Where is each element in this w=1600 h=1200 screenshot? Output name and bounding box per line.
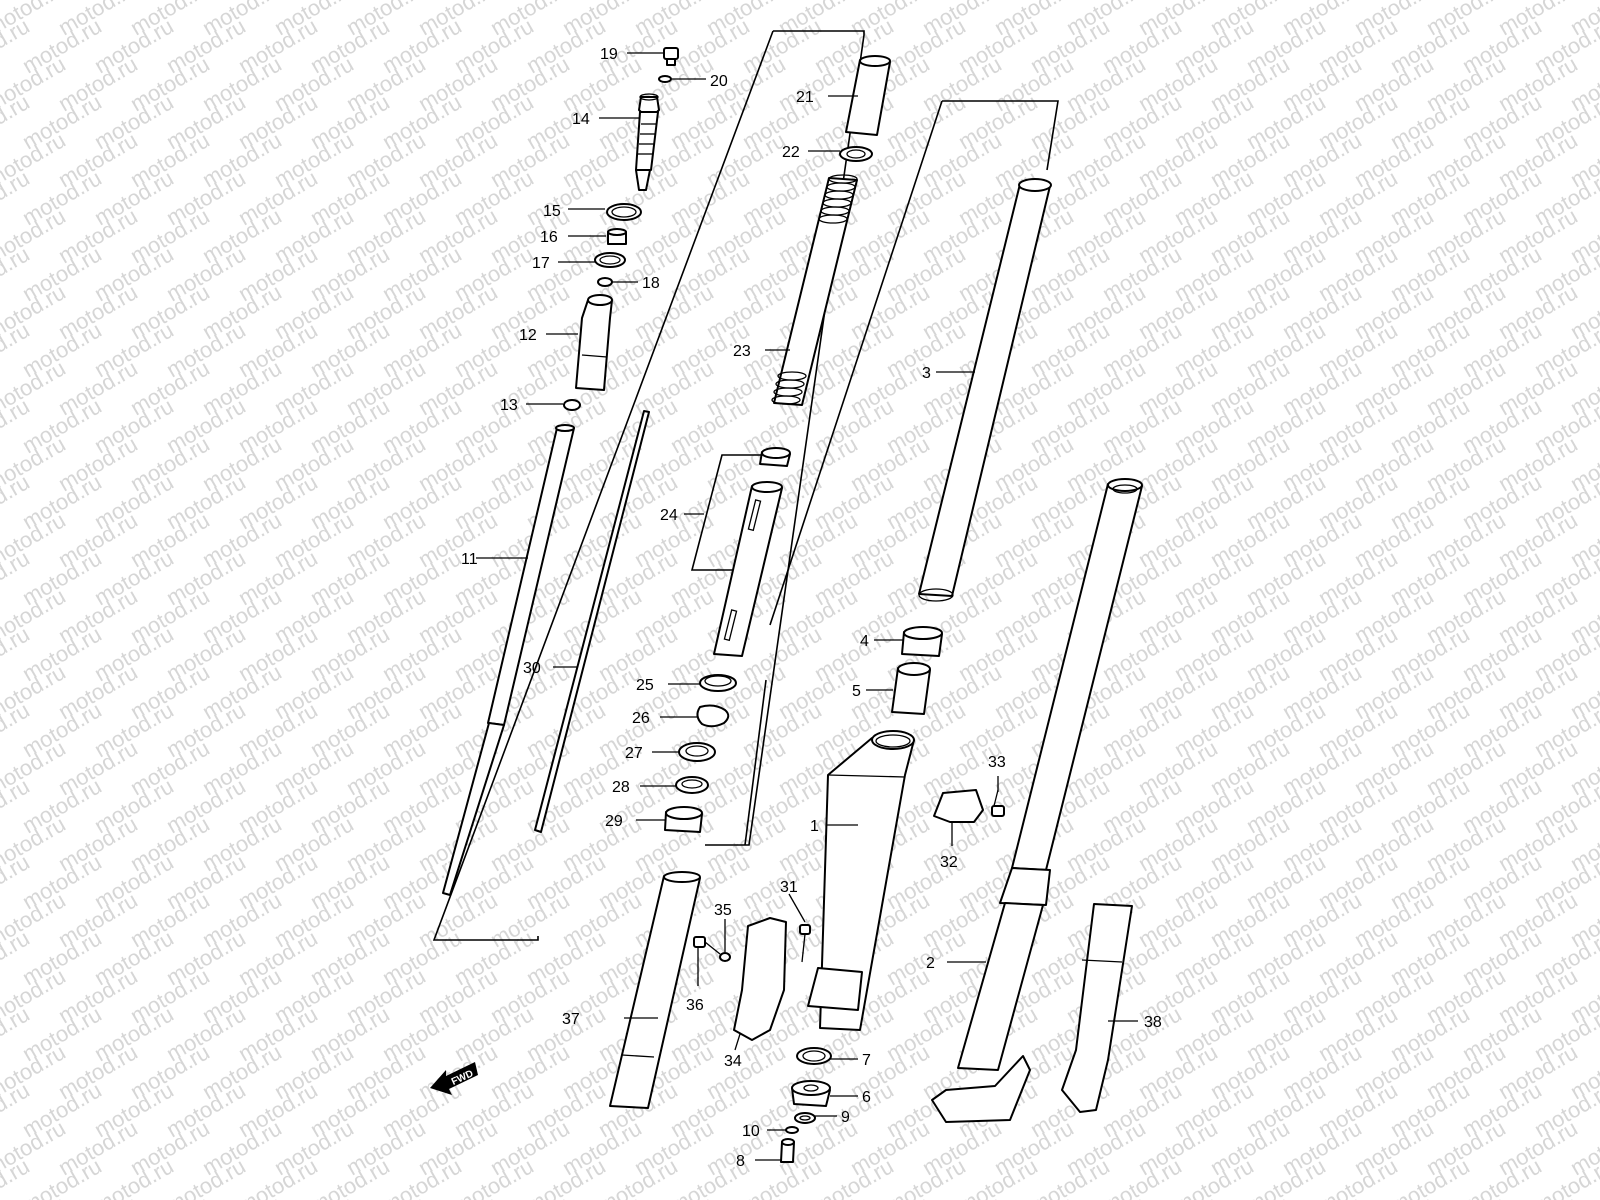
callout-34: 34 [724, 1053, 742, 1070]
callout-12: 12 [519, 327, 537, 344]
callout-18: 18 [642, 275, 660, 292]
part-17-ring [594, 252, 626, 268]
part-5-bushing [891, 662, 931, 715]
callout-28: 28 [612, 779, 630, 796]
part-10-washer [785, 1126, 799, 1134]
callout-6: 6 [862, 1089, 871, 1106]
part-28-ring [675, 776, 709, 794]
callout-26: 26 [632, 710, 650, 727]
part-13-washer [563, 399, 581, 411]
callout-22: 22 [782, 144, 800, 161]
callout-32: 32 [940, 854, 958, 871]
part-29-bushing [664, 806, 703, 833]
callout-9: 9 [841, 1109, 850, 1126]
callout-35: 35 [714, 902, 732, 919]
callout-8: 8 [736, 1153, 745, 1170]
callout-13: 13 [500, 397, 518, 414]
part-16-collar [607, 228, 627, 245]
part-7-ring [796, 1047, 832, 1065]
part-32-clamp [933, 789, 984, 823]
part-9-washer [794, 1112, 816, 1124]
callout-4: 4 [860, 633, 869, 650]
callout-14: 14 [572, 111, 590, 128]
callout-1: 1 [810, 818, 819, 835]
part-35-washer [719, 952, 731, 962]
callout-27: 27 [625, 745, 643, 762]
part-27-seal [678, 742, 716, 762]
callout-10: 10 [742, 1123, 760, 1140]
callout-11: 11 [461, 551, 478, 568]
callout-17: 17 [532, 255, 550, 272]
callout-24: 24 [660, 507, 678, 524]
part-25-bushing [699, 674, 737, 692]
callout-19: 19 [600, 46, 618, 63]
part-20-washer [658, 75, 672, 83]
callout-23: 23 [733, 343, 751, 360]
callout-33: 33 [988, 754, 1006, 771]
callout-5: 5 [852, 683, 861, 700]
part-6-nut [791, 1080, 831, 1107]
callout-7: 7 [862, 1052, 871, 1069]
callout-37: 37 [562, 1011, 580, 1028]
part-4-bushing [901, 626, 943, 657]
callout-16: 16 [540, 229, 558, 246]
callout-3: 3 [922, 365, 931, 382]
part-15-o-ring [606, 203, 642, 221]
part-22-washer [839, 146, 873, 162]
part-19-bolt [663, 47, 679, 66]
callout-38: 38 [1144, 1014, 1162, 1031]
part-8-bleed-screw [780, 1138, 795, 1163]
callout-30: 30 [523, 660, 541, 677]
callout-21: 21 [796, 89, 814, 106]
part-18-ring [597, 277, 613, 287]
part-26-clip [696, 704, 730, 728]
callout-2: 2 [926, 955, 935, 972]
callout-29: 29 [605, 813, 623, 830]
callout-20: 20 [710, 73, 728, 90]
callout-36: 36 [686, 997, 704, 1014]
callout-15: 15 [543, 203, 561, 220]
callout-25: 25 [636, 677, 654, 694]
callout-31: 31 [780, 879, 798, 896]
